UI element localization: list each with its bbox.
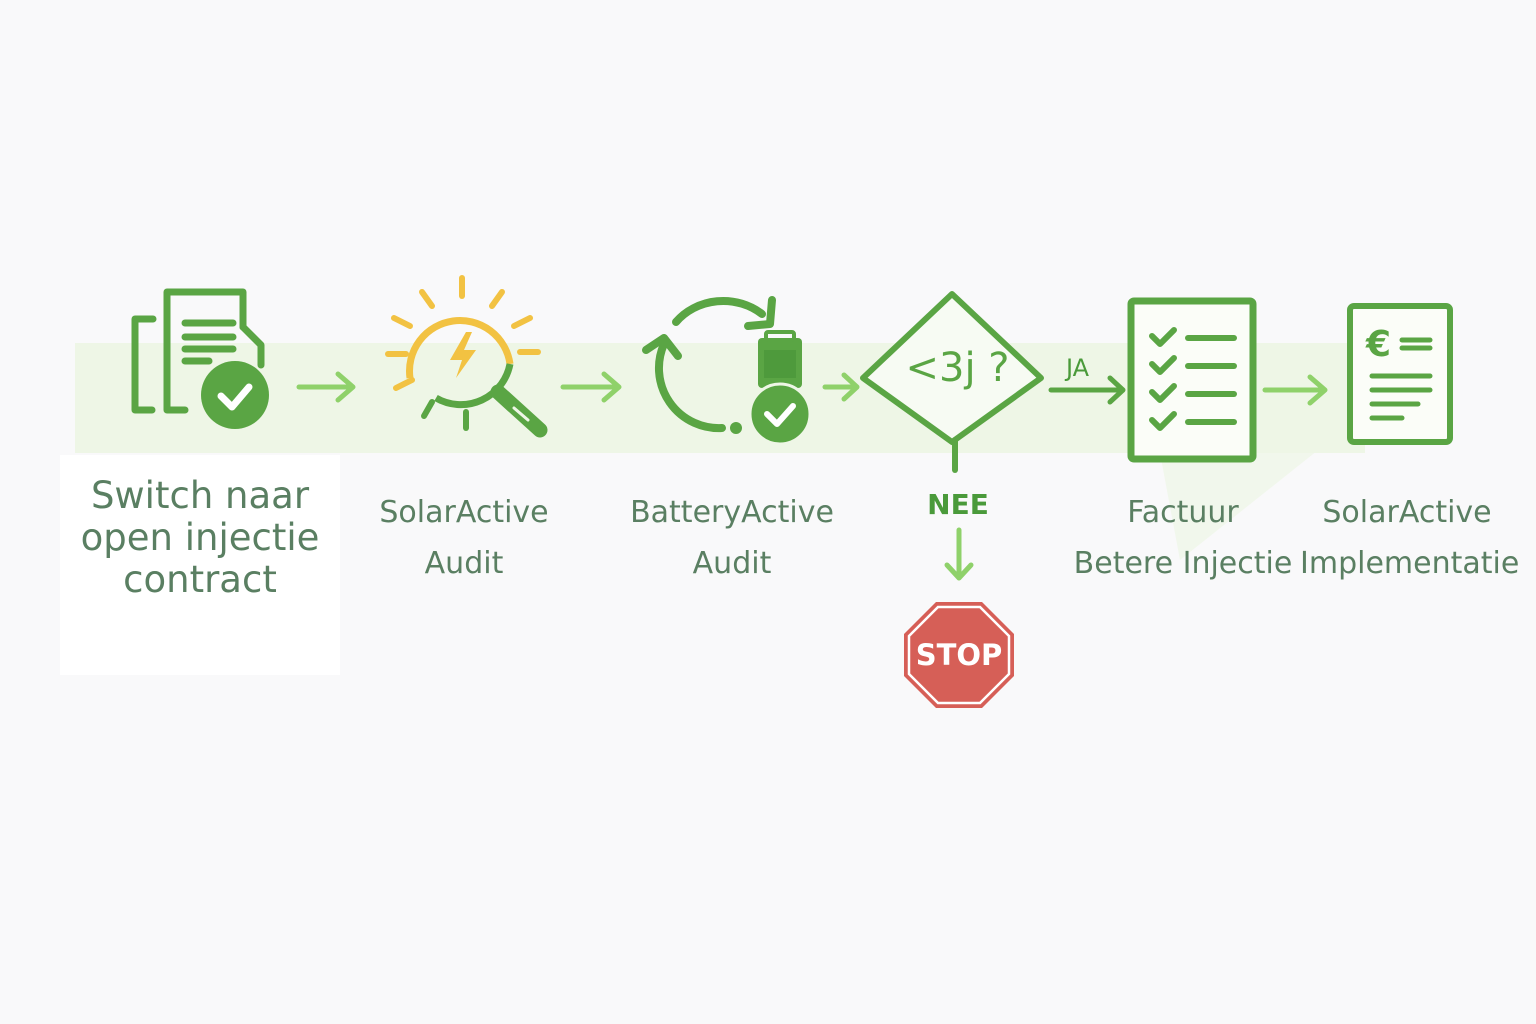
step6-label: SolarActive Implementatie [1300,487,1520,589]
step1-label: Switch naar open injectie contract [60,475,340,601]
checklist-document-icon [1127,297,1257,463]
contract-check-icon [131,288,269,429]
step3-label-line-2: Audit [692,546,772,581]
euro-invoice-icon: € [1347,303,1453,445]
decision-diamond-icon [860,291,1044,473]
no-arrow [944,527,974,581]
step1-label-line-2: open injectie [80,516,320,559]
step6-label-line-1: SolarActive [1322,495,1492,530]
flow-arrow-3 [822,372,860,402]
step2-label: SolarActive Audit [364,487,564,589]
step6-label-line-2: Implementatie [1300,546,1520,581]
step1-label-box [60,455,340,675]
flow-arrow-1 [296,371,356,403]
flow-arrow-2 [560,371,622,403]
step5-label-line-2: Betere Injectie [1073,546,1293,581]
battery-cycle-check-icon [642,296,812,446]
sun-magnifier-icon [385,275,548,438]
yes-arrow [1048,375,1126,405]
step1-label-line-1: Switch naar [90,474,310,517]
no-branch-label: NEE [927,488,989,521]
step3-label: BatteryActive Audit [620,487,844,589]
step2-label-line-2: Audit [424,546,504,581]
step5-label: Factuur Betere Injectie [1070,487,1296,589]
stop-sign-icon [904,602,1014,708]
stop-text: STOP [915,638,1003,672]
svg-text:€: € [1365,324,1391,365]
step3-label-line-1: BatteryActive [630,495,834,530]
step1-label-line-3: contract [123,558,277,601]
step2-label-line-1: SolarActive [379,495,549,530]
decision-text: <3j ? [905,345,1010,391]
flow-arrow-5 [1262,374,1328,406]
step5-label-line-1: Factuur [1127,495,1239,530]
yes-branch-label: JA [1066,354,1090,382]
